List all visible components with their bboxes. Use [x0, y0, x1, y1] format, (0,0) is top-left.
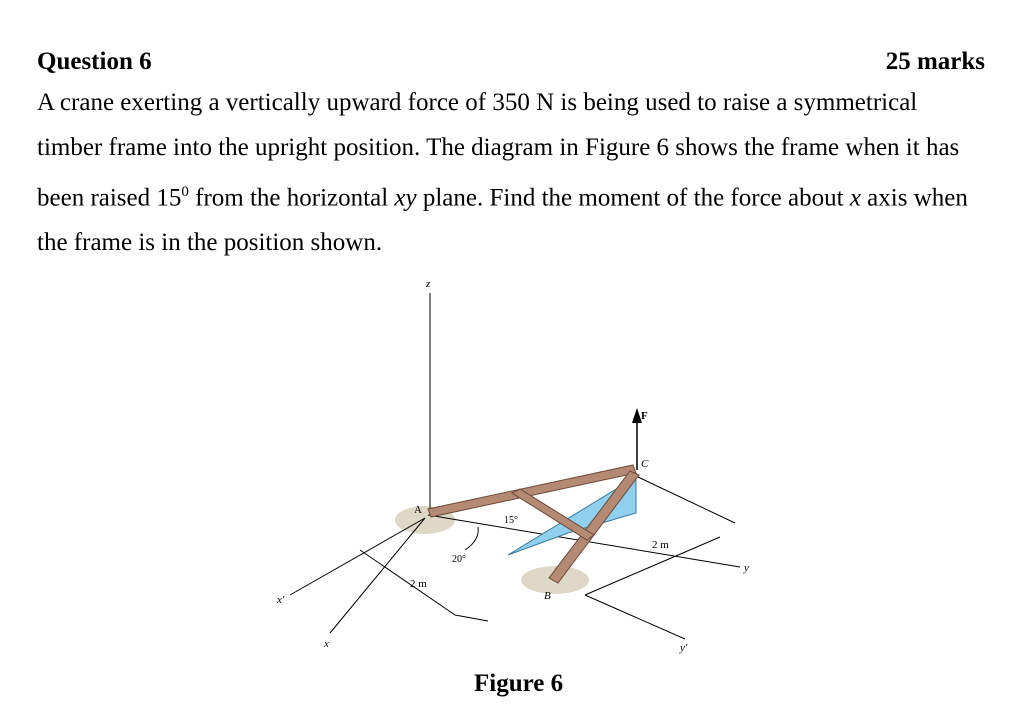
y-label: y: [743, 562, 749, 574]
x-axis: [329, 517, 426, 634]
z-label: z: [425, 278, 431, 290]
point-c-label: C: [641, 458, 649, 470]
b-y-line: [584, 536, 721, 596]
angle-15-label: 15°: [504, 515, 518, 526]
x-prime-axis: [289, 517, 426, 596]
degree-superscript: 0: [181, 184, 189, 200]
question-marks: 25 marks: [885, 48, 985, 75]
figure-6-diagram: z x' x y y' 2 m 2 m 20° 15°: [260, 265, 780, 665]
text-fragment: axis when: [860, 184, 968, 212]
text-fragment: from the horizontal: [188, 184, 395, 212]
italic-x: x: [849, 184, 861, 212]
timber-cb: [548, 470, 640, 584]
figure-caption: Figure 6: [474, 670, 564, 697]
question-line-1: A crane exerting a vertically upward for…: [37, 89, 918, 116]
question-text: A crane exerting a vertically upward for…: [37, 80, 1007, 265]
c-ground-line: [637, 476, 736, 524]
question-line-2: timber frame into the upright position. …: [37, 134, 960, 161]
x-label: x: [323, 638, 329, 650]
y-prime-axis: [584, 594, 686, 640]
force-arrow-head: [632, 408, 642, 423]
force-label: F: [641, 410, 648, 422]
dim-2m-right: 2 m: [652, 539, 669, 551]
blue-plane: [507, 476, 637, 556]
question-line-4: the frame is in the position shown.: [37, 229, 383, 257]
timber-ac: [427, 464, 637, 518]
dim-left-2: [454, 614, 489, 622]
timber-cross: [510, 488, 595, 541]
x-prime-label: x': [276, 594, 285, 606]
crane-frame-svg: z x' x y y' 2 m 2 m 20° 15°: [276, 278, 749, 654]
angle-20-arc: [464, 526, 479, 551]
text-fragment: been raised 15: [37, 184, 182, 212]
point-b-label: B: [544, 590, 551, 602]
question-title: Question 6: [37, 48, 152, 75]
question-line-3: been raised 150 from the horizontal xy p…: [37, 170, 1007, 220]
text-fragment: plane. Find the moment of the force abou…: [416, 184, 850, 212]
italic-xy: xy: [394, 184, 417, 212]
y-prime-label: y': [679, 642, 688, 654]
angle-20-label: 20°: [452, 554, 466, 565]
dim-left-1: [359, 549, 456, 616]
dim-2m-left: 2 m: [410, 578, 427, 590]
point-a-label: A: [414, 504, 422, 516]
question-header: Question 6 25 marks: [37, 48, 985, 78]
